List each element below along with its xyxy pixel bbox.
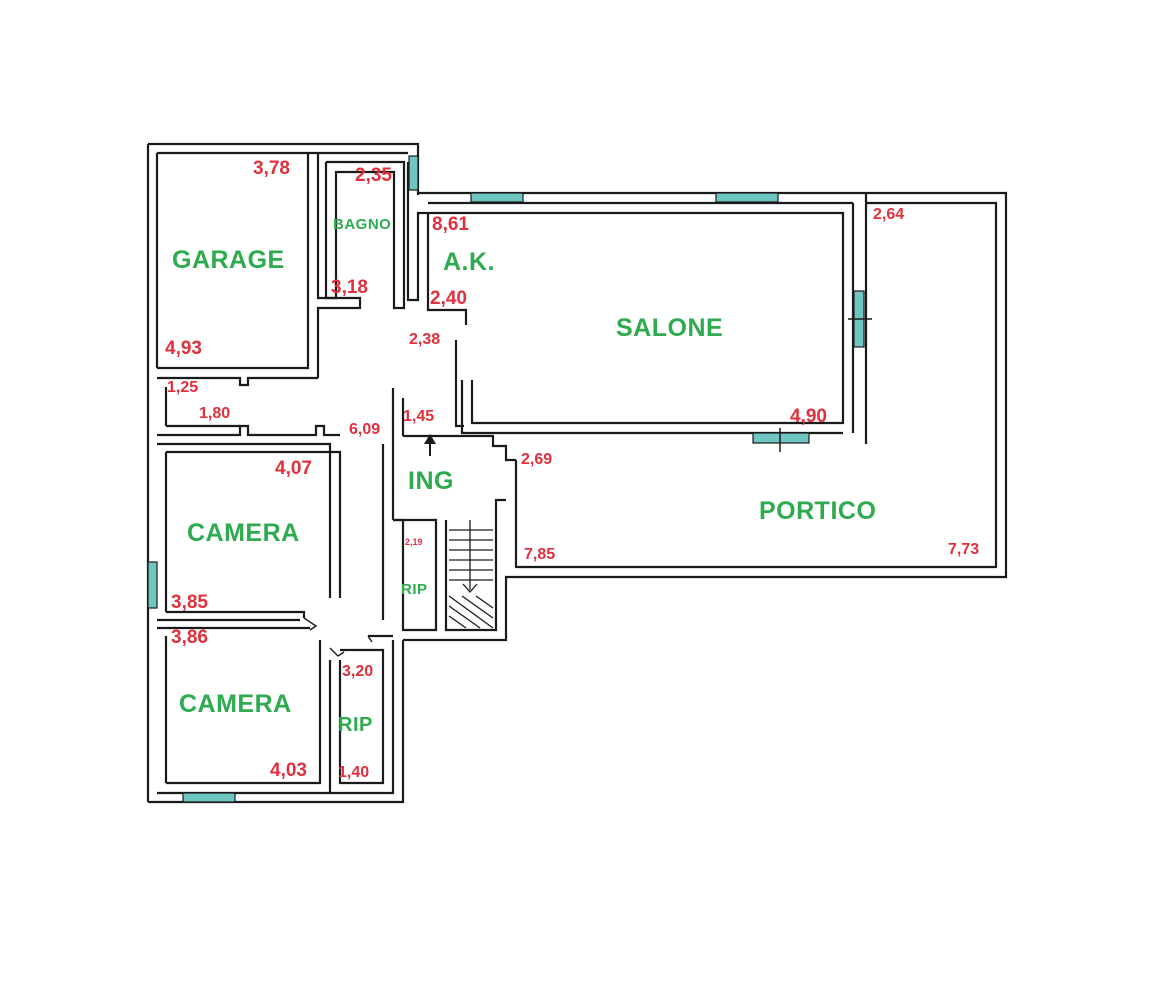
dim-portico-b: 7,85 <box>524 546 556 563</box>
dim-camera1-length: 3,85 <box>171 592 208 613</box>
dim-rip2-width: 3,20 <box>342 663 374 680</box>
room-label-portico: PORTICO <box>759 497 877 525</box>
room-label-salone: SALONE <box>616 314 724 342</box>
room-label-camera-2: CAMERA <box>179 690 292 718</box>
dim-garage-width: 3,78 <box>253 158 290 179</box>
entrance-arrow <box>424 434 436 456</box>
dim-bagno-width: 2,35 <box>355 165 392 186</box>
dim-portico-a: 2,69 <box>521 451 553 468</box>
room-label-rip-1: RIP <box>401 581 428 598</box>
dim-rip2-length: 1,40 <box>338 764 370 781</box>
dim-ak-length: 2,40 <box>430 288 467 309</box>
room-label-bagno: BAGNO <box>333 216 392 233</box>
window-camera2 <box>182 792 236 803</box>
outer-walls <box>146 142 1008 804</box>
dim-bagno-length: 3,18 <box>331 277 368 298</box>
dim-camera1-width: 4,07 <box>275 458 312 479</box>
dim-corridor-a: 2,38 <box>409 331 441 348</box>
window-salone-portico <box>752 432 810 444</box>
dim-corridor-length: 6,09 <box>349 421 381 438</box>
dim-rip1-length: 2,19 <box>405 537 423 547</box>
doors <box>303 617 373 657</box>
room-label-garage: GARAGE <box>172 246 285 274</box>
interior-walls <box>157 153 845 793</box>
room-label-ak: A.K. <box>443 248 495 276</box>
dim-closet-width: 1,25 <box>167 379 199 396</box>
window-camera1 <box>147 561 158 609</box>
room-label-camera-1: CAMERA <box>187 519 300 547</box>
room-label-ing: ING <box>408 467 454 495</box>
dim-closet-length: 1,80 <box>199 405 231 422</box>
dim-ak-width: 8,61 <box>432 214 469 235</box>
staircase <box>448 520 494 629</box>
dim-garage-length: 4,93 <box>165 338 202 359</box>
dim-salone-length: 4,90 <box>790 406 827 427</box>
dim-portico-c: 7,73 <box>948 541 980 558</box>
dim-ing-width: 1,45 <box>403 408 435 425</box>
window-ak <box>470 192 524 203</box>
dim-portico-width: 2,64 <box>873 206 905 223</box>
window-bagno <box>408 155 419 191</box>
room-label-rip-2: RIP <box>338 714 373 736</box>
window-salone-top <box>715 192 779 203</box>
dim-camera2-width: 3,86 <box>171 627 208 648</box>
dim-camera2-length: 4,03 <box>270 760 307 781</box>
